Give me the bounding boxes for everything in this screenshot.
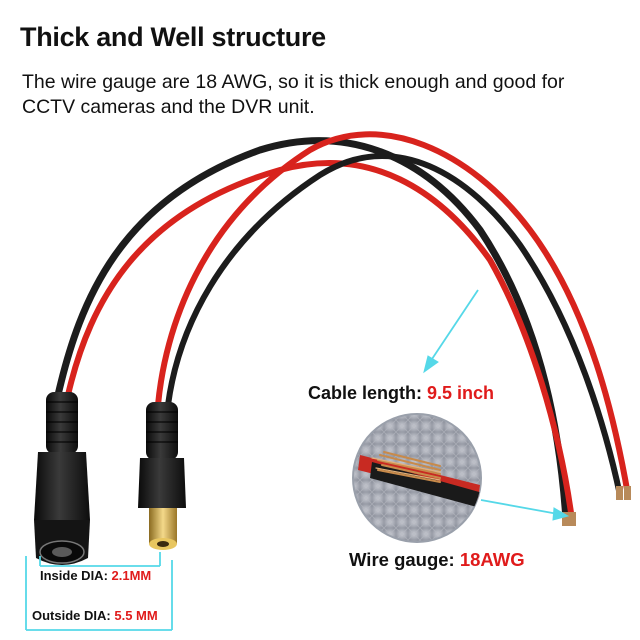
outside-dia-bracket [25, 556, 173, 631]
cable-length-key: Cable length: [308, 383, 423, 403]
wire-gauge-value: 18AWG [459, 549, 525, 570]
page-title: Thick and Well structure [20, 22, 326, 52]
wire-end-left [562, 512, 576, 526]
red-wire-left [65, 160, 575, 523]
wire-gauge-pointer [480, 499, 570, 521]
wire-closeup-inset [352, 413, 482, 543]
black-wire-right [165, 153, 623, 498]
wire-end-right [616, 486, 631, 500]
outside-dia-key: Outside DIA: [32, 608, 111, 623]
female-dc-jack [34, 392, 90, 565]
black-wire-left [54, 137, 570, 524]
cable-length-value: 9.5 inch [427, 383, 495, 403]
cable-length-label: Cable length: 9.5 inch [308, 383, 494, 404]
inside-dia-bracket [39, 552, 161, 567]
wire-gauge-label: Wire gauge: 18AWG [349, 549, 525, 571]
red-wire-right [155, 131, 631, 498]
inside-dia-key: Inside DIA: [40, 568, 108, 583]
outside-dia-label: Outside DIA: 5.5 MM [32, 608, 158, 623]
male-dc-plug [138, 402, 186, 550]
description-text: The wire gauge are 18 AWG, so it is thic… [22, 71, 565, 118]
wire-gauge-key: Wire gauge: [349, 549, 455, 570]
outside-dia-value: 5.5 MM [114, 608, 158, 623]
inside-dia-label: Inside DIA: 2.1MM [40, 568, 151, 583]
inside-dia-value: 2.1MM [111, 568, 152, 583]
cable-length-pointer [423, 289, 479, 374]
